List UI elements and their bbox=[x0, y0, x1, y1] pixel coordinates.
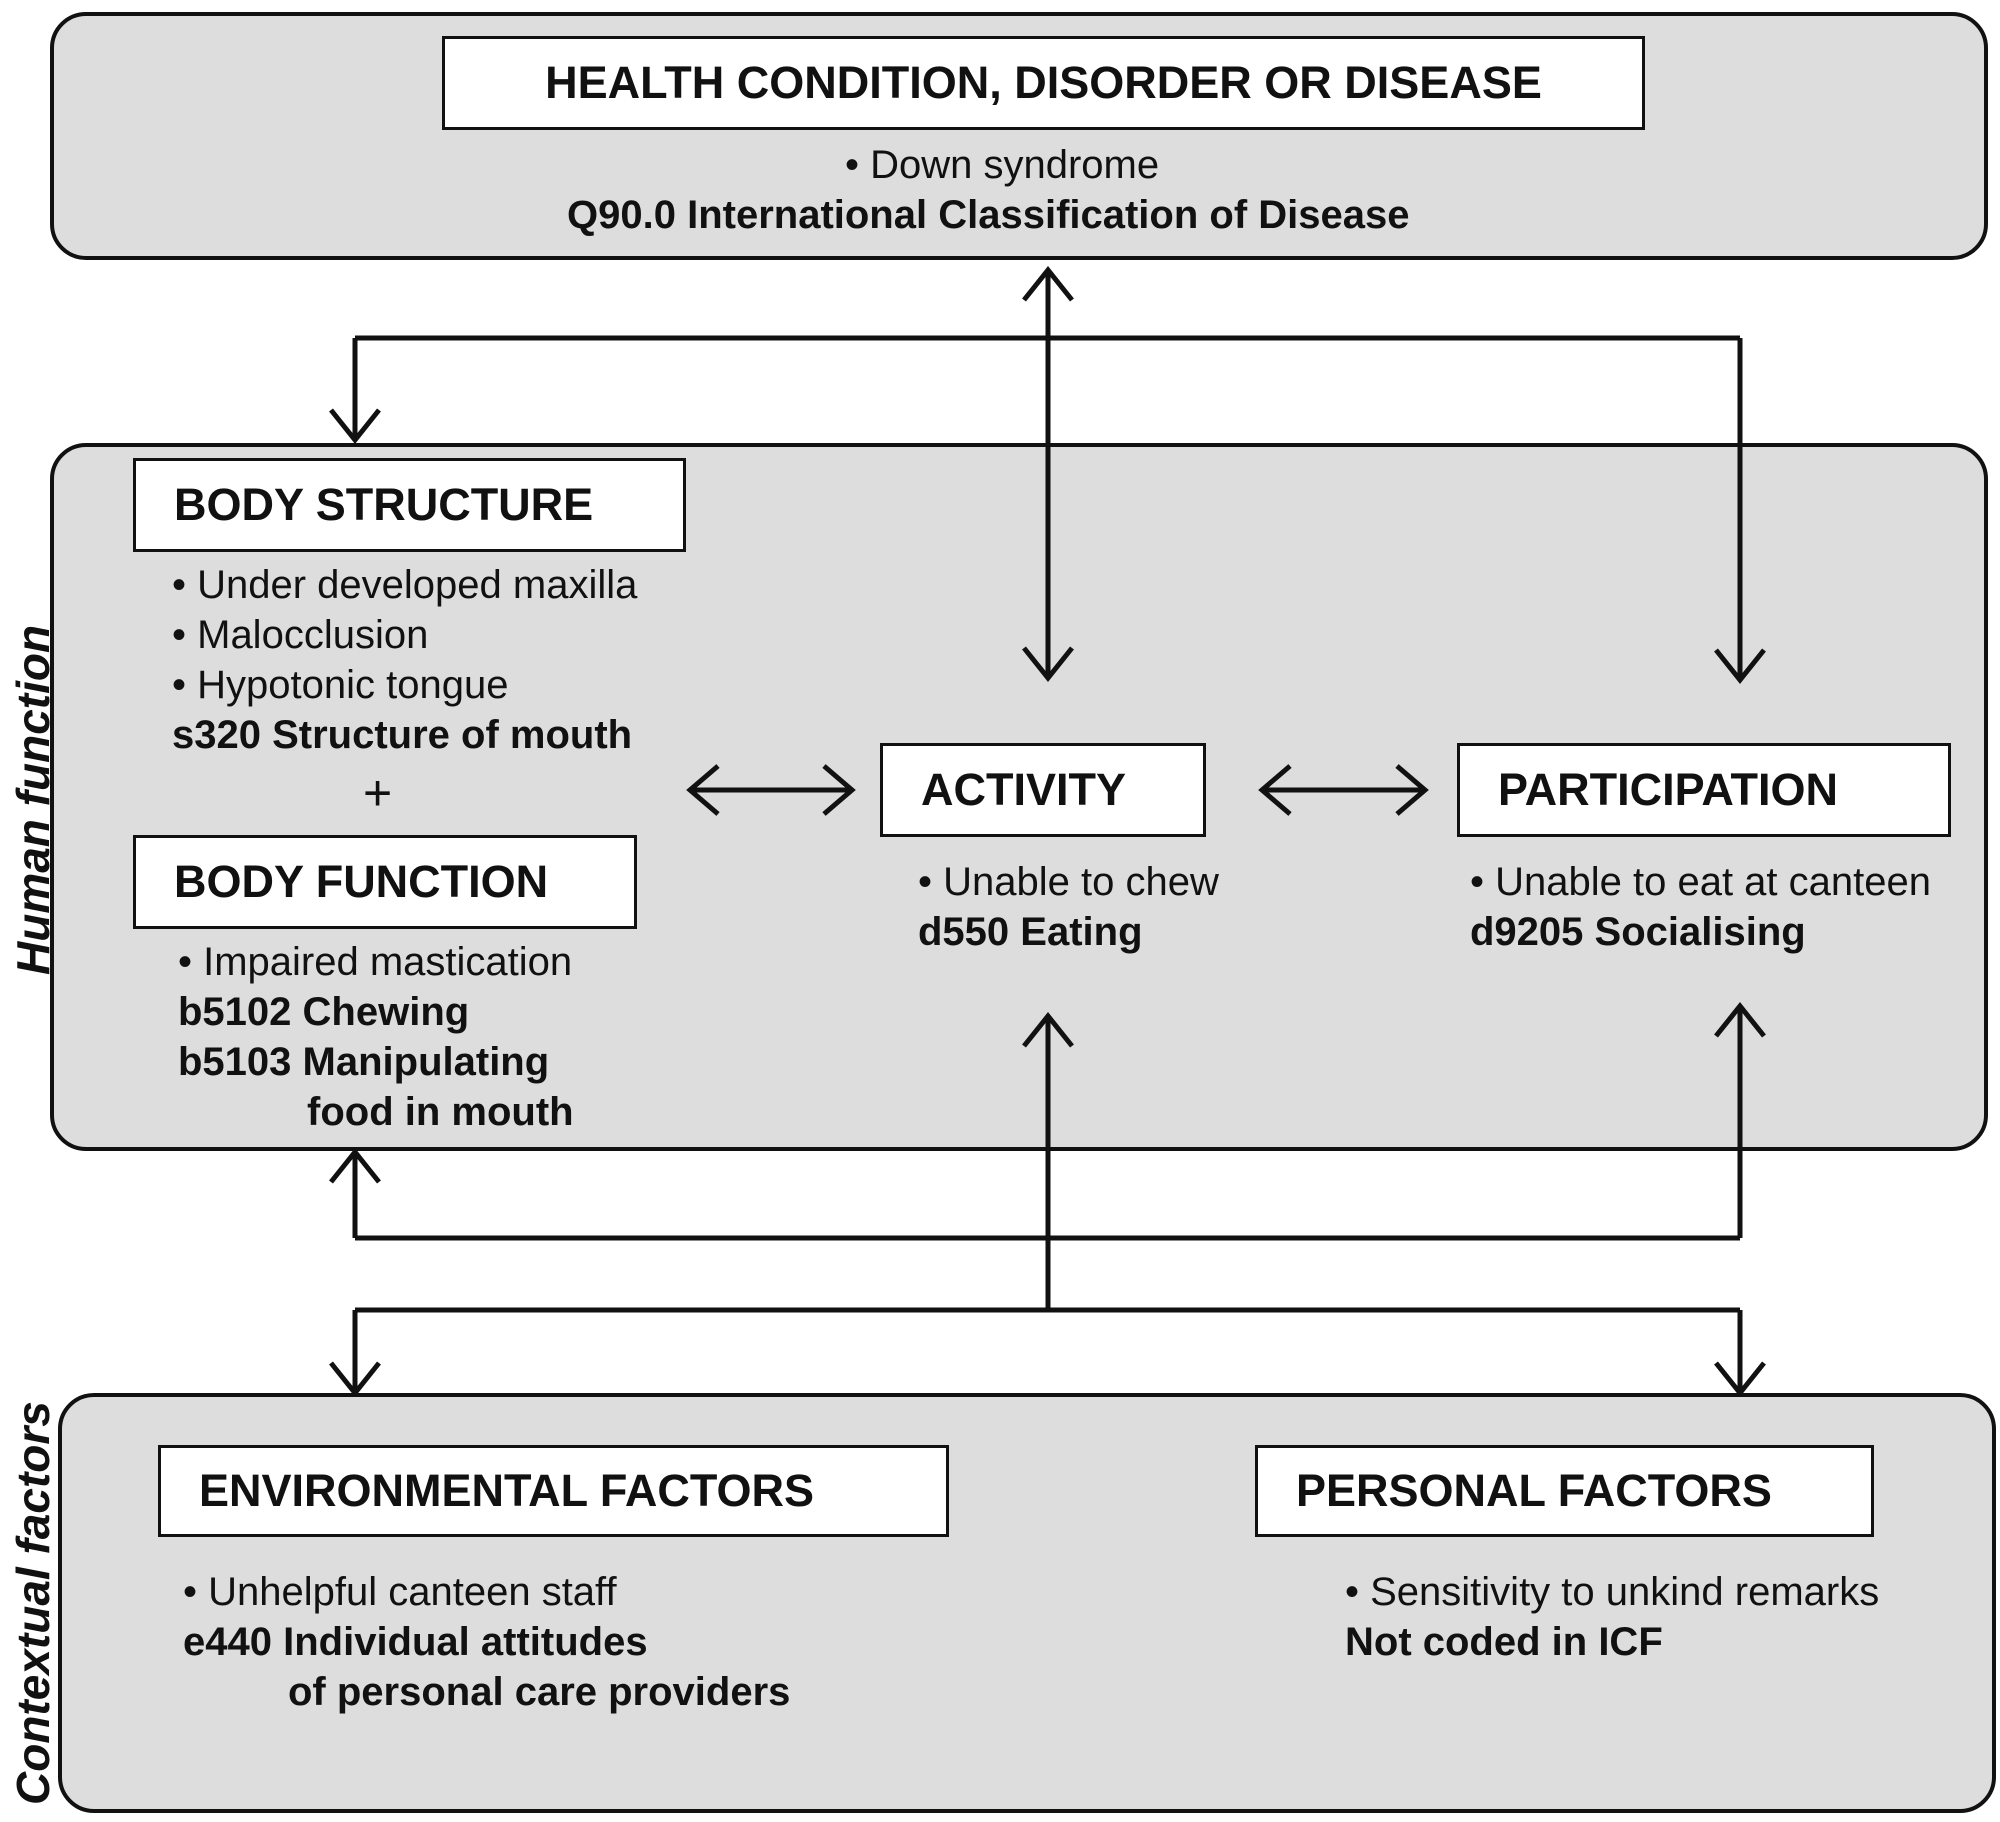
body-structure-bullet: • Hypotonic tongue bbox=[172, 663, 509, 707]
activity-code: d550 Eating bbox=[918, 910, 1143, 954]
plus-sign: + bbox=[363, 765, 393, 821]
personal-factors-title: PERSONAL FACTORS bbox=[1296, 1465, 1772, 1516]
body-function-code: b5103 Manipulating bbox=[178, 1040, 550, 1084]
arrowhead-to-health bbox=[1022, 265, 1074, 302]
arrowhead-to-activity-top bbox=[1022, 646, 1074, 683]
body-structure-bullet: • Under developed maxilla bbox=[172, 563, 638, 607]
environmental-factors-title: ENVIRONMENTAL FACTORS bbox=[199, 1465, 815, 1516]
participation-title: PARTICIPATION bbox=[1498, 764, 1838, 815]
environmental-bullet: • Unhelpful canteen staff bbox=[183, 1570, 617, 1614]
arrowhead-to-participation-bottom bbox=[1714, 1001, 1766, 1038]
body-function-title: BODY FUNCTION bbox=[174, 856, 549, 907]
arrowhead-to-body-function bbox=[329, 1147, 381, 1184]
body-function-code: food in mouth bbox=[307, 1090, 574, 1134]
participation-title-box: PARTICIPATION bbox=[1457, 743, 1951, 837]
activity-title-box: ACTIVITY bbox=[880, 743, 1206, 837]
body-structure-code: s320 Structure of mouth bbox=[172, 713, 633, 757]
health-condition-bullet: • Down syndrome bbox=[845, 143, 1160, 187]
health-condition-title-box: HEALTH CONDITION, DISORDER OR DISEASE bbox=[442, 36, 1645, 130]
personal-code: Not coded in ICF bbox=[1345, 1620, 1663, 1664]
participation-bullet: • Unable to eat at canteen bbox=[1470, 860, 1931, 904]
body-structure-title-box: BODY STRUCTURE bbox=[133, 458, 686, 552]
personal-factors-title-box: PERSONAL FACTORS bbox=[1255, 1445, 1874, 1537]
activity-title: ACTIVITY bbox=[921, 764, 1127, 815]
arrowhead-to-body-structure bbox=[329, 408, 381, 445]
contextual-factors-side-label: Contextual factors bbox=[7, 1401, 59, 1805]
arrowhead-to-environmental bbox=[329, 1361, 381, 1398]
body-structure-bullet: • Malocclusion bbox=[172, 613, 429, 657]
health-condition-title: HEALTH CONDITION, DISORDER OR DISEASE bbox=[545, 57, 1542, 108]
arrowhead-to-activity-bottom bbox=[1022, 1011, 1074, 1048]
body-function-code: b5102 Chewing bbox=[178, 990, 470, 1034]
environmental-factors-title-box: ENVIRONMENTAL FACTORS bbox=[158, 1445, 949, 1537]
health-condition-code: Q90.0 International Classification of Di… bbox=[567, 193, 1410, 237]
activity-bullet: • Unable to chew bbox=[918, 860, 1219, 904]
personal-bullet: • Sensitivity to unkind remarks bbox=[1345, 1570, 1880, 1614]
environmental-code: of personal care providers bbox=[288, 1670, 791, 1714]
environmental-code: e440 Individual attitudes bbox=[183, 1620, 648, 1664]
arrowhead-to-personal bbox=[1714, 1361, 1766, 1398]
body-structure-title: BODY STRUCTURE bbox=[174, 479, 594, 530]
body-function-title-box: BODY FUNCTION bbox=[133, 835, 637, 929]
body-function-bullet: • Impaired mastication bbox=[178, 940, 573, 984]
participation-code: d9205 Socialising bbox=[1470, 910, 1806, 954]
human-function-side-label: Human function bbox=[7, 624, 59, 975]
arrowhead-to-participation-top bbox=[1714, 648, 1766, 685]
